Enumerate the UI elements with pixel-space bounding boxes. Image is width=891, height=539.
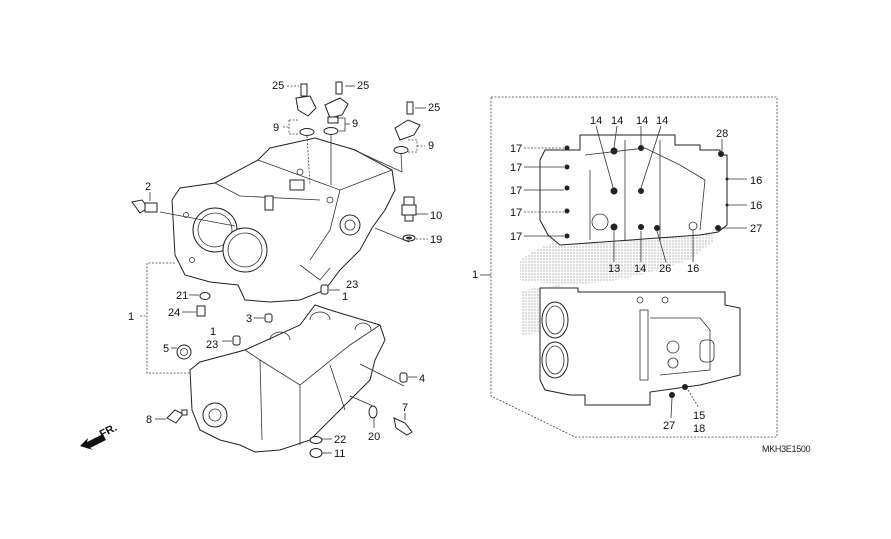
callout-r-14c: 14 [636, 115, 648, 127]
left-assembly: 1 25 9 25 9 25 9 [80, 80, 442, 460]
callout-r-14b: 14 [611, 115, 623, 127]
callout-3: 3 [246, 313, 252, 325]
callout-r-27b: 27 [663, 420, 675, 432]
callout-r-14e: 14 [634, 263, 646, 275]
callout-20: 20 [368, 431, 380, 443]
part-23-dowel[interactable] [320, 284, 329, 295]
callout-r-14d: 14 [656, 115, 668, 127]
part-4-dowel[interactable] [399, 372, 408, 383]
part-22-washer[interactable] [309, 436, 323, 444]
callout-r-26: 26 [659, 263, 671, 275]
crankcase-top-view[interactable] [520, 134, 729, 284]
part-20-washer[interactable] [368, 405, 378, 419]
upper-crankcase[interactable] [171, 137, 396, 303]
front-label: FR. [98, 422, 119, 441]
group-bracket-1 [146, 262, 190, 374]
callout-10: 10 [430, 210, 442, 222]
front-arrow-icon [80, 434, 106, 450]
callout-1: 1 [128, 311, 134, 323]
callout-2: 2 [145, 181, 151, 193]
part-24-bolt[interactable] [196, 305, 206, 317]
cam-sensor-right[interactable] [393, 101, 421, 154]
callout-5: 5 [163, 343, 169, 355]
callout-r-17c: 17 [510, 185, 522, 197]
part-2-sensor[interactable] [131, 199, 158, 214]
callout-7: 7 [402, 402, 408, 414]
crankcase-bottom-view[interactable] [522, 285, 741, 406]
diagram-code: MKH3E1500 [762, 444, 811, 454]
part-8-switch[interactable] [166, 409, 188, 424]
callout-23-upper: 1 [342, 291, 348, 303]
callout-11: 11 [334, 448, 345, 460]
callout-25a: 25 [272, 80, 284, 92]
callout-4: 4 [419, 373, 425, 385]
part-11-bolt[interactable] [309, 448, 323, 458]
part-21-washer[interactable] [199, 292, 211, 300]
callout-r-17b: 17 [510, 162, 522, 174]
callout-r-16c: 16 [687, 263, 699, 275]
part-3-dowel[interactable] [264, 313, 273, 323]
callout-r-17e: 17 [510, 231, 522, 243]
callout-r-13: 13 [608, 263, 620, 275]
callout-25b: 25 [357, 80, 369, 92]
part-5-plug[interactable] [176, 344, 192, 360]
cam-sensor-left[interactable] [295, 83, 317, 136]
callout-9c: 9 [428, 140, 434, 152]
callout-23-lower: 23 [206, 339, 218, 351]
callout-r-16b: 16 [750, 200, 762, 212]
callout-19: 19 [430, 234, 442, 246]
callout-r-18: 18 [693, 423, 705, 435]
callout-21: 21 [176, 290, 188, 302]
detail-frame [490, 96, 778, 438]
cam-sensor-middle[interactable] [323, 81, 349, 135]
part-7-sensor[interactable] [393, 417, 413, 436]
callout-r-17d: 17 [510, 207, 522, 219]
callout-r-14a: 14 [590, 115, 602, 127]
part-10-switch[interactable] [401, 196, 417, 222]
lower-crankcase[interactable] [189, 304, 386, 453]
front-direction-indicator: FR. [80, 422, 119, 450]
callout-24: 24 [168, 307, 180, 319]
callout-r-27a: 27 [750, 223, 762, 235]
callout-25c: 25 [428, 102, 440, 114]
callout-1-upper: 23 [346, 279, 358, 291]
callout-1-lower: 1 [210, 326, 216, 338]
part-23-dowel-lower[interactable] [232, 335, 241, 346]
callout-8: 8 [146, 414, 152, 426]
callout-r-17a: 17 [510, 143, 522, 155]
callout-r-15: 15 [693, 410, 705, 422]
callout-9b: 9 [352, 118, 358, 130]
callout-9a: 9 [273, 122, 279, 134]
right-assembly: 1 [472, 96, 778, 438]
callout-r-1: 1 [472, 269, 478, 281]
callout-r-28: 28 [716, 128, 728, 140]
callout-22: 22 [334, 434, 346, 446]
part-19-washer[interactable] [402, 234, 416, 242]
callout-r-16a: 16 [750, 175, 762, 187]
